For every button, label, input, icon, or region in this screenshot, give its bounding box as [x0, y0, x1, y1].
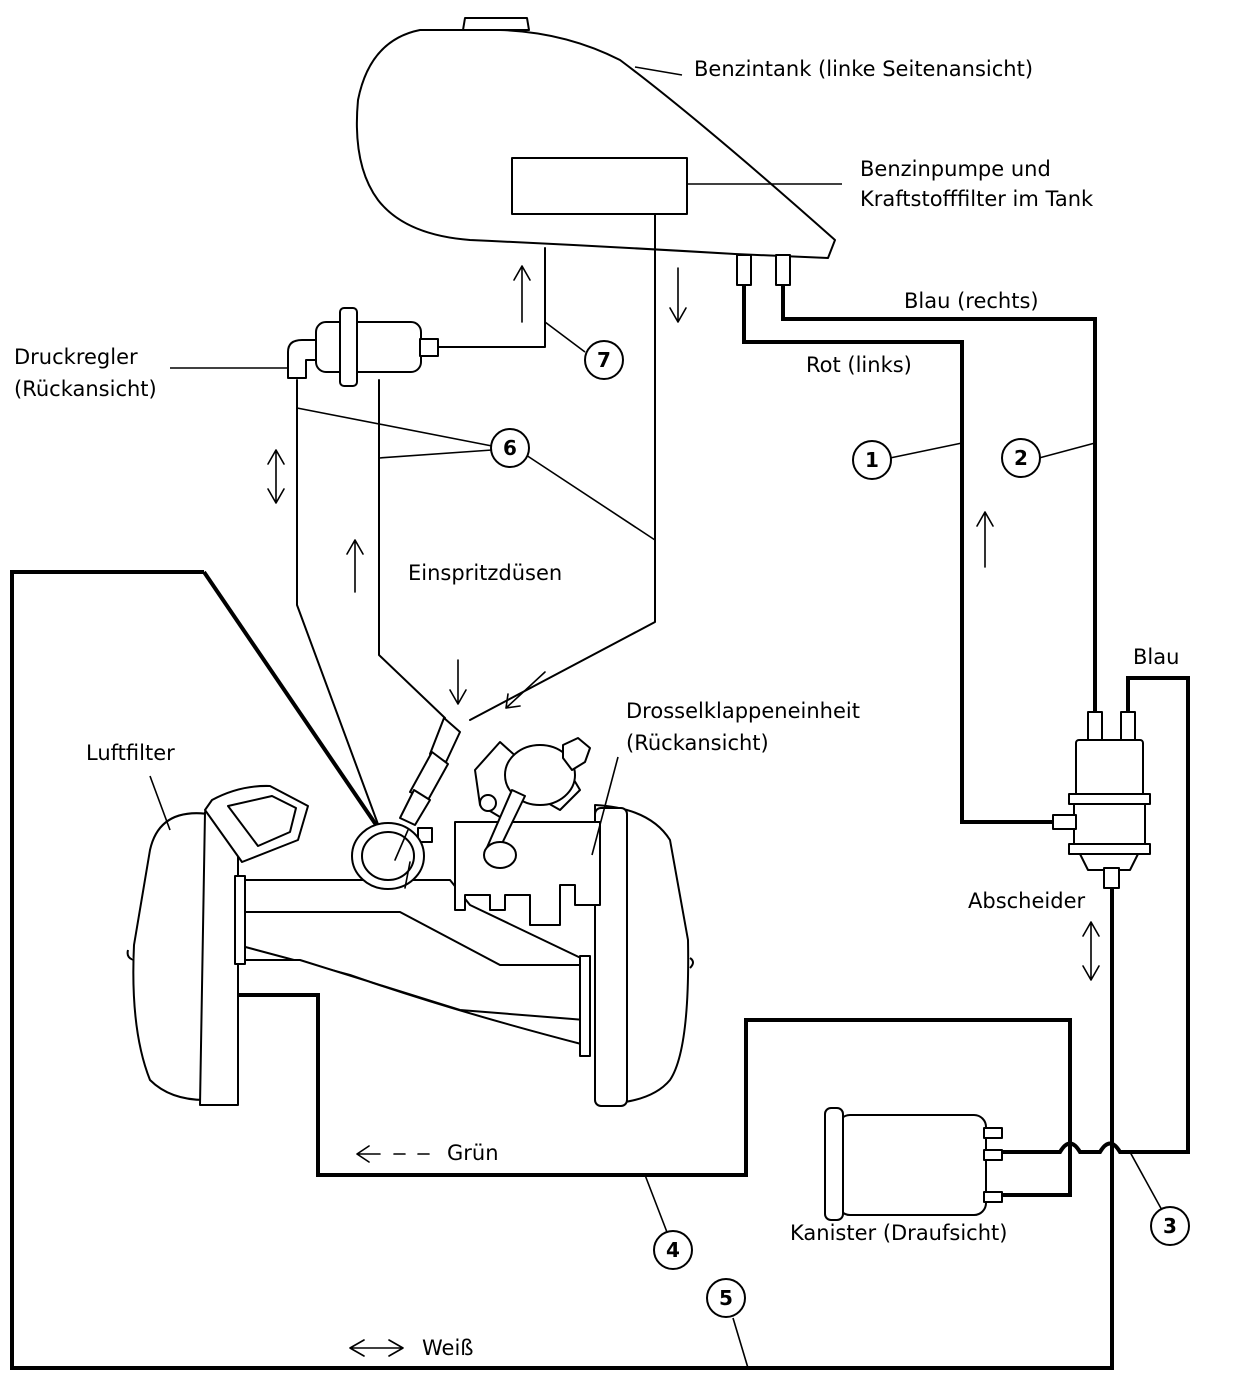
label-throttle-line1: Drosselklappeneinheit: [626, 699, 860, 723]
arrow-both-horizontal-icon: [349, 1339, 404, 1357]
label-red-left: Rot (links): [806, 353, 912, 377]
label-green: Grün: [447, 1141, 499, 1165]
arrow-up-icon: [346, 539, 364, 593]
callout-2: 2: [1001, 438, 1041, 478]
callout-6: 6: [490, 428, 530, 468]
tank-outlet-nozzles: [736, 254, 791, 286]
flow-arrows: [267, 265, 1100, 1357]
label-injectors: Einspritzdüsen: [408, 561, 562, 585]
arrow-up-icon: [976, 511, 994, 568]
hose-red-left: [742, 285, 1055, 824]
arrow-up-icon: [513, 265, 531, 323]
throttle-body: [417, 737, 601, 926]
callout-3: 3: [1150, 1206, 1190, 1246]
arrow-both-vertical-icon: [1082, 921, 1100, 981]
svg-text:2: 2: [1014, 446, 1028, 470]
hoses: [10, 285, 1190, 1370]
label-fuel-tank: Benzintank (linke Seitenansicht): [694, 57, 1033, 81]
svg-text:3: 3: [1163, 1214, 1177, 1238]
arrow-down-icon: [669, 267, 687, 323]
svg-text:4: 4: [666, 1238, 680, 1262]
callout-7: 7: [584, 340, 624, 380]
separator: [1052, 711, 1151, 889]
label-throttle-line2: (Rückansicht): [626, 731, 769, 755]
hose-blue: [1002, 676, 1190, 1154]
svg-text:1: 1: [865, 448, 879, 472]
label-canister: Kanister (Draufsicht): [790, 1221, 1007, 1245]
label-pump-line1: Benzinpumpe und: [860, 157, 1051, 181]
svg-text:6: 6: [503, 436, 517, 460]
arrow-down-icon: [449, 659, 467, 705]
label-pump-line2: Kraftstofffilter im Tank: [860, 187, 1094, 211]
pressure-regulator: [287, 307, 439, 387]
svg-text:7: 7: [597, 348, 611, 372]
arrow-down-left-icon: [505, 671, 546, 709]
fuel-lines: [296, 213, 656, 836]
svg-text:5: 5: [719, 1286, 733, 1310]
label-air-filter: Luftfilter: [86, 741, 175, 765]
label-separator: Abscheider: [968, 889, 1085, 913]
hose-white: [10, 570, 1114, 1370]
hose-blue-right: [781, 285, 1097, 712]
callout-5: 5: [706, 1278, 746, 1318]
label-regulator-line2: (Rückansicht): [14, 377, 157, 401]
fuel-pump-and-filter: [511, 157, 688, 215]
fuel-tank: [355, 17, 836, 259]
leader-lines: [149, 66, 1164, 1369]
callout-1: 1: [852, 440, 892, 480]
label-blue-right: Blau (rechts): [904, 289, 1039, 313]
arrow-left-dashed-icon: [356, 1145, 430, 1163]
hose-to-intake: [202, 570, 387, 840]
label-regulator-line1: Druckregler: [14, 345, 138, 369]
canister: [824, 1107, 1003, 1221]
callout-4: 4: [653, 1230, 693, 1270]
arrow-both-vertical-icon: [267, 449, 285, 504]
hose-green: [237, 993, 1072, 1197]
air-filter-assembly: [126, 784, 694, 1107]
injector: [351, 717, 461, 890]
label-white: Weiß: [422, 1336, 474, 1360]
label-blue: Blau: [1133, 645, 1179, 669]
